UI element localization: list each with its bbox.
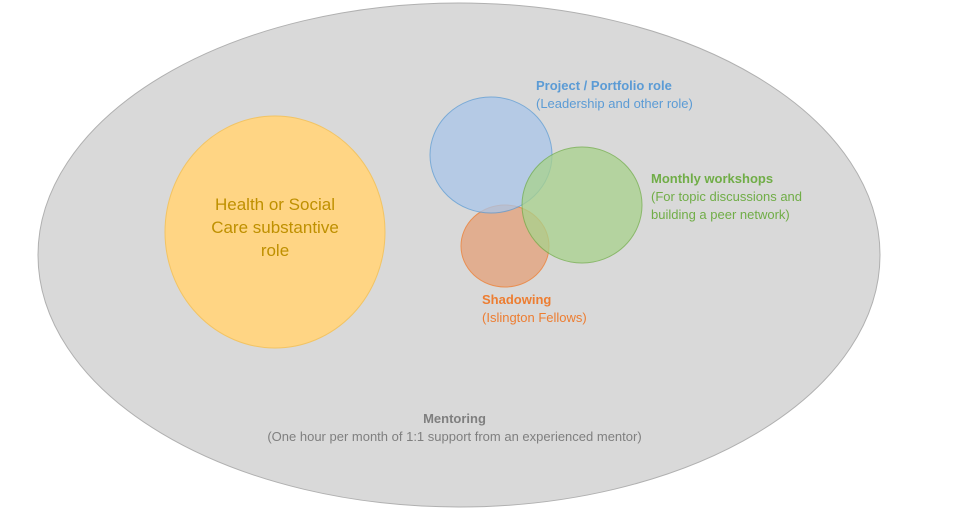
monthly-workshops-label: Monthly workshops (For topic discussions… — [651, 170, 802, 224]
health-role-line-1: Health or Social — [214, 195, 335, 214]
shadowing-title: Shadowing — [482, 292, 552, 307]
monthly-workshops-circle — [521, 146, 643, 264]
project-portfolio-label: Project / Portfolio role (Leadership and… — [536, 77, 693, 113]
health-role-line-3: role — [260, 241, 290, 260]
monthly-workshops-subtitle-line-1: (For topic discussions and — [651, 189, 803, 204]
mentoring-subtitle: (One hour per month of 1:1 support from … — [267, 429, 642, 444]
health-role-ellipse — [164, 115, 386, 349]
mentoring-label: Mentoring (One hour per month of 1:1 sup… — [200, 410, 709, 446]
monthly-workshops-subtitle-line-2: building a peer network) — [651, 207, 790, 222]
health-role-label: Health or Social Care substantive role — [175, 193, 375, 262]
shadowing-subtitle: (Islington Fellows) — [482, 310, 587, 325]
mentoring-title: Mentoring — [423, 411, 486, 426]
project-portfolio-title: Project / Portfolio role — [536, 78, 672, 93]
project-portfolio-subtitle: (Leadership and other role) — [536, 96, 693, 111]
health-role-line-2: Care substantive — [211, 218, 339, 237]
shadowing-label: Shadowing (Islington Fellows) — [482, 291, 587, 327]
monthly-workshops-title: Monthly workshops — [651, 171, 774, 186]
